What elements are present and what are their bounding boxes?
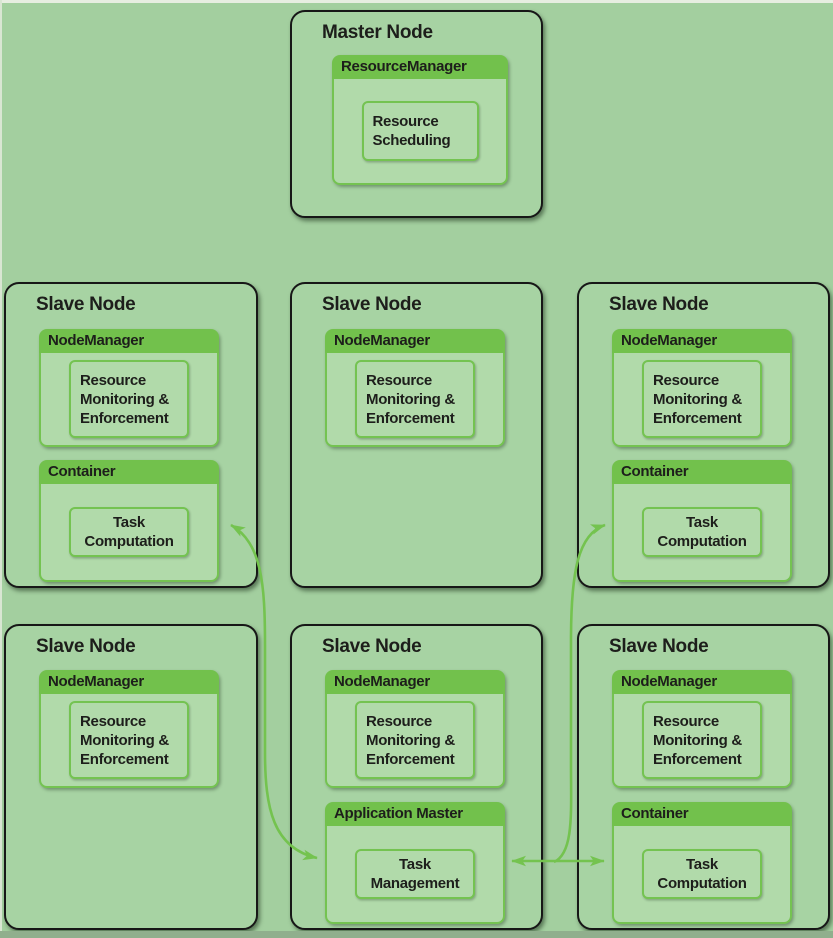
slave-node-title: Slave Node (36, 636, 136, 657)
resource-monitoring-box: Resource Monitoring & Enforcement (69, 360, 189, 438)
nodemanager-header: NodeManager (325, 329, 505, 353)
resource-monitoring-box: Resource Monitoring & Enforcement (642, 360, 762, 438)
resource-monitoring-box: Resource Monitoring & Enforcement (355, 701, 475, 779)
container-header: Container (612, 460, 792, 484)
scan-edge-bottom (0, 931, 833, 938)
nodemanager-body: Resource Monitoring & Enforcement (612, 694, 792, 788)
application-master-header: Application Master (325, 802, 505, 826)
container-panel: Container Task Computation (612, 802, 792, 924)
nodemanager-panel: NodeManager Resource Monitoring & Enforc… (325, 329, 505, 447)
container-body: Task Computation (612, 484, 792, 582)
scan-edge-top (0, 0, 833, 3)
nodemanager-header: NodeManager (39, 670, 219, 694)
nodemanager-body: Resource Monitoring & Enforcement (612, 353, 792, 447)
slave-node-bottom-center: Slave Node NodeManager Resource Monitori… (290, 624, 543, 930)
slave-node-mid-right: Slave Node NodeManager Resource Monitori… (577, 282, 830, 588)
nodemanager-panel: NodeManager Resource Monitoring & Enforc… (325, 670, 505, 788)
master-node: Master Node ResourceManager Resource Sch… (290, 10, 543, 218)
nodemanager-header: NodeManager (612, 670, 792, 694)
resource-scheduling-box: Resource Scheduling (361, 101, 479, 161)
container-body: Task Computation (612, 826, 792, 924)
task-computation-box: Task Computation (642, 849, 762, 899)
nodemanager-header: NodeManager (39, 329, 219, 353)
container-panel: Container Task Computation (612, 460, 792, 582)
task-computation-box: Task Computation (642, 507, 762, 557)
container-panel: Container Task Computation (39, 460, 219, 582)
resource-monitoring-box: Resource Monitoring & Enforcement (355, 360, 475, 438)
container-header: Container (39, 460, 219, 484)
nodemanager-panel: NodeManager Resource Monitoring & Enforc… (39, 670, 219, 788)
nodemanager-header: NodeManager (612, 329, 792, 353)
resourcemanager-body: Resource Scheduling (332, 79, 508, 185)
resourcemanager-panel: ResourceManager Resource Scheduling (332, 55, 508, 185)
slave-node-title: Slave Node (36, 294, 136, 315)
nodemanager-header: NodeManager (325, 670, 505, 694)
container-header: Container (612, 802, 792, 826)
nodemanager-panel: NodeManager Resource Monitoring & Enforc… (612, 329, 792, 447)
container-body: Task Computation (39, 484, 219, 582)
application-master-body: Task Management (325, 826, 505, 924)
slave-node-bottom-right: Slave Node NodeManager Resource Monitori… (577, 624, 830, 930)
resource-monitoring-box: Resource Monitoring & Enforcement (69, 701, 189, 779)
nodemanager-body: Resource Monitoring & Enforcement (39, 353, 219, 447)
slave-node-title: Slave Node (322, 294, 422, 315)
slave-node-mid-center: Slave Node NodeManager Resource Monitori… (290, 282, 543, 588)
slave-node-bottom-left: Slave Node NodeManager Resource Monitori… (4, 624, 258, 930)
nodemanager-body: Resource Monitoring & Enforcement (39, 694, 219, 788)
nodemanager-body: Resource Monitoring & Enforcement (325, 353, 505, 447)
slave-node-title: Slave Node (609, 636, 709, 657)
resource-monitoring-box: Resource Monitoring & Enforcement (642, 701, 762, 779)
task-management-box: Task Management (355, 849, 475, 899)
nodemanager-body: Resource Monitoring & Enforcement (325, 694, 505, 788)
slave-node-title: Slave Node (322, 636, 422, 657)
scan-edge-left (0, 0, 2, 938)
resourcemanager-header: ResourceManager (332, 55, 508, 79)
master-node-title: Master Node (322, 22, 433, 43)
slave-node-mid-left: Slave Node NodeManager Resource Monitori… (4, 282, 258, 588)
task-computation-box: Task Computation (69, 507, 189, 557)
nodemanager-panel: NodeManager Resource Monitoring & Enforc… (612, 670, 792, 788)
application-master-panel: Application Master Task Management (325, 802, 505, 924)
nodemanager-panel: NodeManager Resource Monitoring & Enforc… (39, 329, 219, 447)
slave-node-title: Slave Node (609, 294, 709, 315)
